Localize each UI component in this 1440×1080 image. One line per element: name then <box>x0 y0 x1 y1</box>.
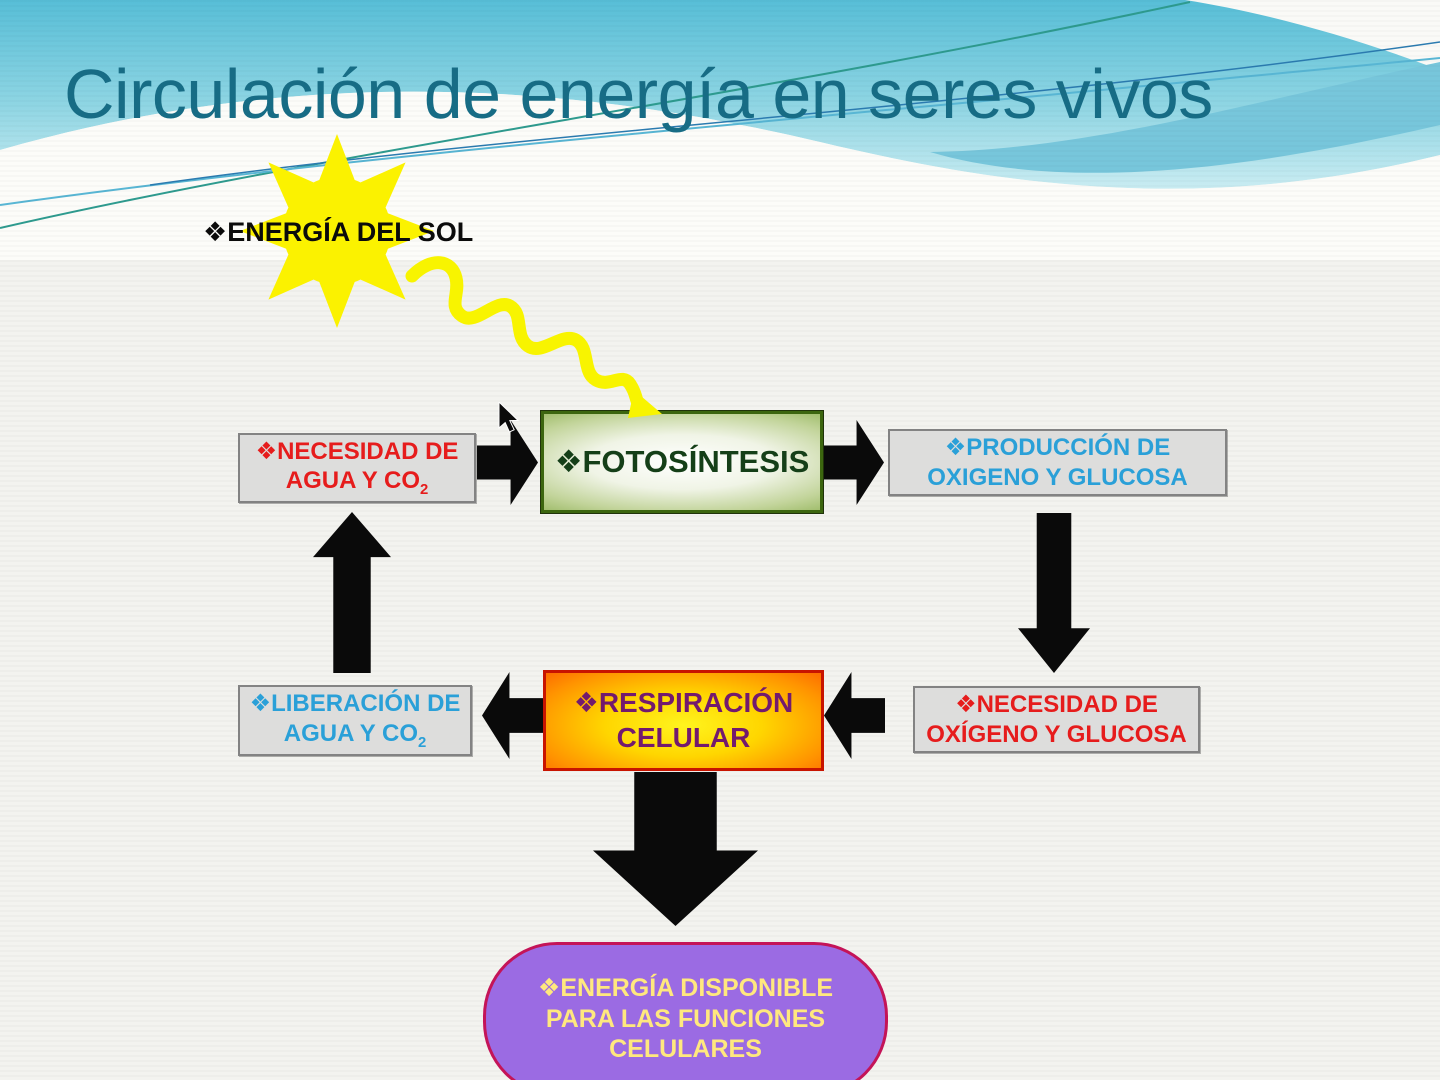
arrow-right-to-produccion <box>823 420 884 505</box>
arrow-left-to-respiracion <box>824 672 885 759</box>
box-energia-disponible: ❖ENERGÍA DISPONIBLE PARA LAS FUNCIONES C… <box>483 942 888 1080</box>
bullet-icon: ❖ <box>955 691 977 719</box>
slide-title: Circulación de energía en seres vivos <box>64 55 1213 133</box>
box-respiracion-celular: ❖RESPIRACIÓN CELULAR <box>543 670 824 771</box>
bullet-icon: ❖ <box>203 217 228 247</box>
bullet-icon: ❖ <box>537 974 561 1003</box>
arrow-down-to-necesidad-oxigeno <box>1018 513 1090 673</box>
sun-energy-label: ❖ENERGÍA DEL SOL <box>203 217 474 247</box>
bullet-icon: ❖ <box>573 687 599 719</box>
box-liberacion-agua-co2: ❖LIBERACIÓN DE AGUA Y CO2 <box>238 685 472 756</box>
sun-icon <box>240 134 434 328</box>
arrow-left-to-liberacion <box>482 672 543 759</box>
bullet-icon: ❖ <box>944 434 967 462</box>
mouse-cursor-icon <box>498 402 520 433</box>
bullet-icon: ❖ <box>554 444 583 480</box>
bullet-icon: ❖ <box>255 437 278 465</box>
arrow-up-to-necesidad-agua <box>313 512 391 673</box>
bullet-icon: ❖ <box>249 690 272 718</box>
box-necesidad-oxigeno: ❖NECESIDAD DE OXÍGENO Y GLUCOSA <box>913 686 1200 753</box>
box-fotosintesis: ❖FOTOSÍNTESIS <box>541 411 823 513</box>
box-produccion-oxigeno: ❖PRODUCCIÓN DE OXIGENO Y GLUCOSA <box>888 429 1227 496</box>
arrow-down-to-energia-disponible <box>593 772 758 926</box>
box-necesidad-agua-co2: ❖NECESIDAD DE AGUA Y CO2 <box>238 433 476 503</box>
